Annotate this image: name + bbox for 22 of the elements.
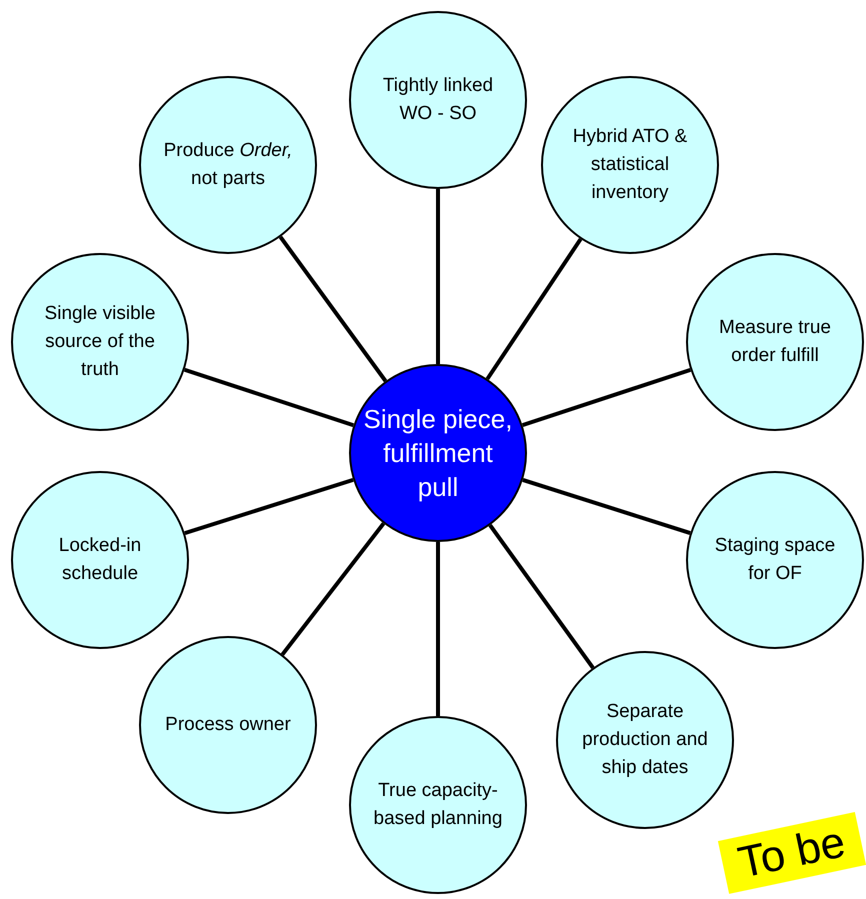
circle-label: Locked-in schedule [58, 534, 142, 586]
circle-label: Process owner [164, 713, 292, 737]
circle-label: Produce Order, not parts [162, 139, 294, 191]
connector-line [486, 238, 582, 380]
circle-label: Single visible source of the truth [44, 302, 156, 382]
circle-label: Staging space for OF [714, 534, 836, 586]
circle-label: True capacity-based planning [372, 779, 504, 831]
connector-line [184, 478, 354, 536]
connector-line [280, 522, 386, 656]
connector-line [522, 478, 691, 535]
connector-line [278, 236, 388, 382]
connector-line [184, 368, 354, 428]
connector-line [522, 368, 692, 428]
connector-line [488, 524, 595, 669]
sticker-label: To be [718, 812, 866, 894]
circle-label: Tightly linked WO - SO [382, 74, 494, 126]
circle-label: Single piece, fulfillment pull [362, 403, 514, 504]
circle-label: Separate production and ship dates [581, 700, 709, 780]
circle-label: Measure true order fulfill [718, 316, 832, 368]
connector-line [436, 189, 440, 364]
connector-line [436, 542, 440, 716]
circle-label: Hybrid ATO & statistical inventory [572, 125, 688, 205]
